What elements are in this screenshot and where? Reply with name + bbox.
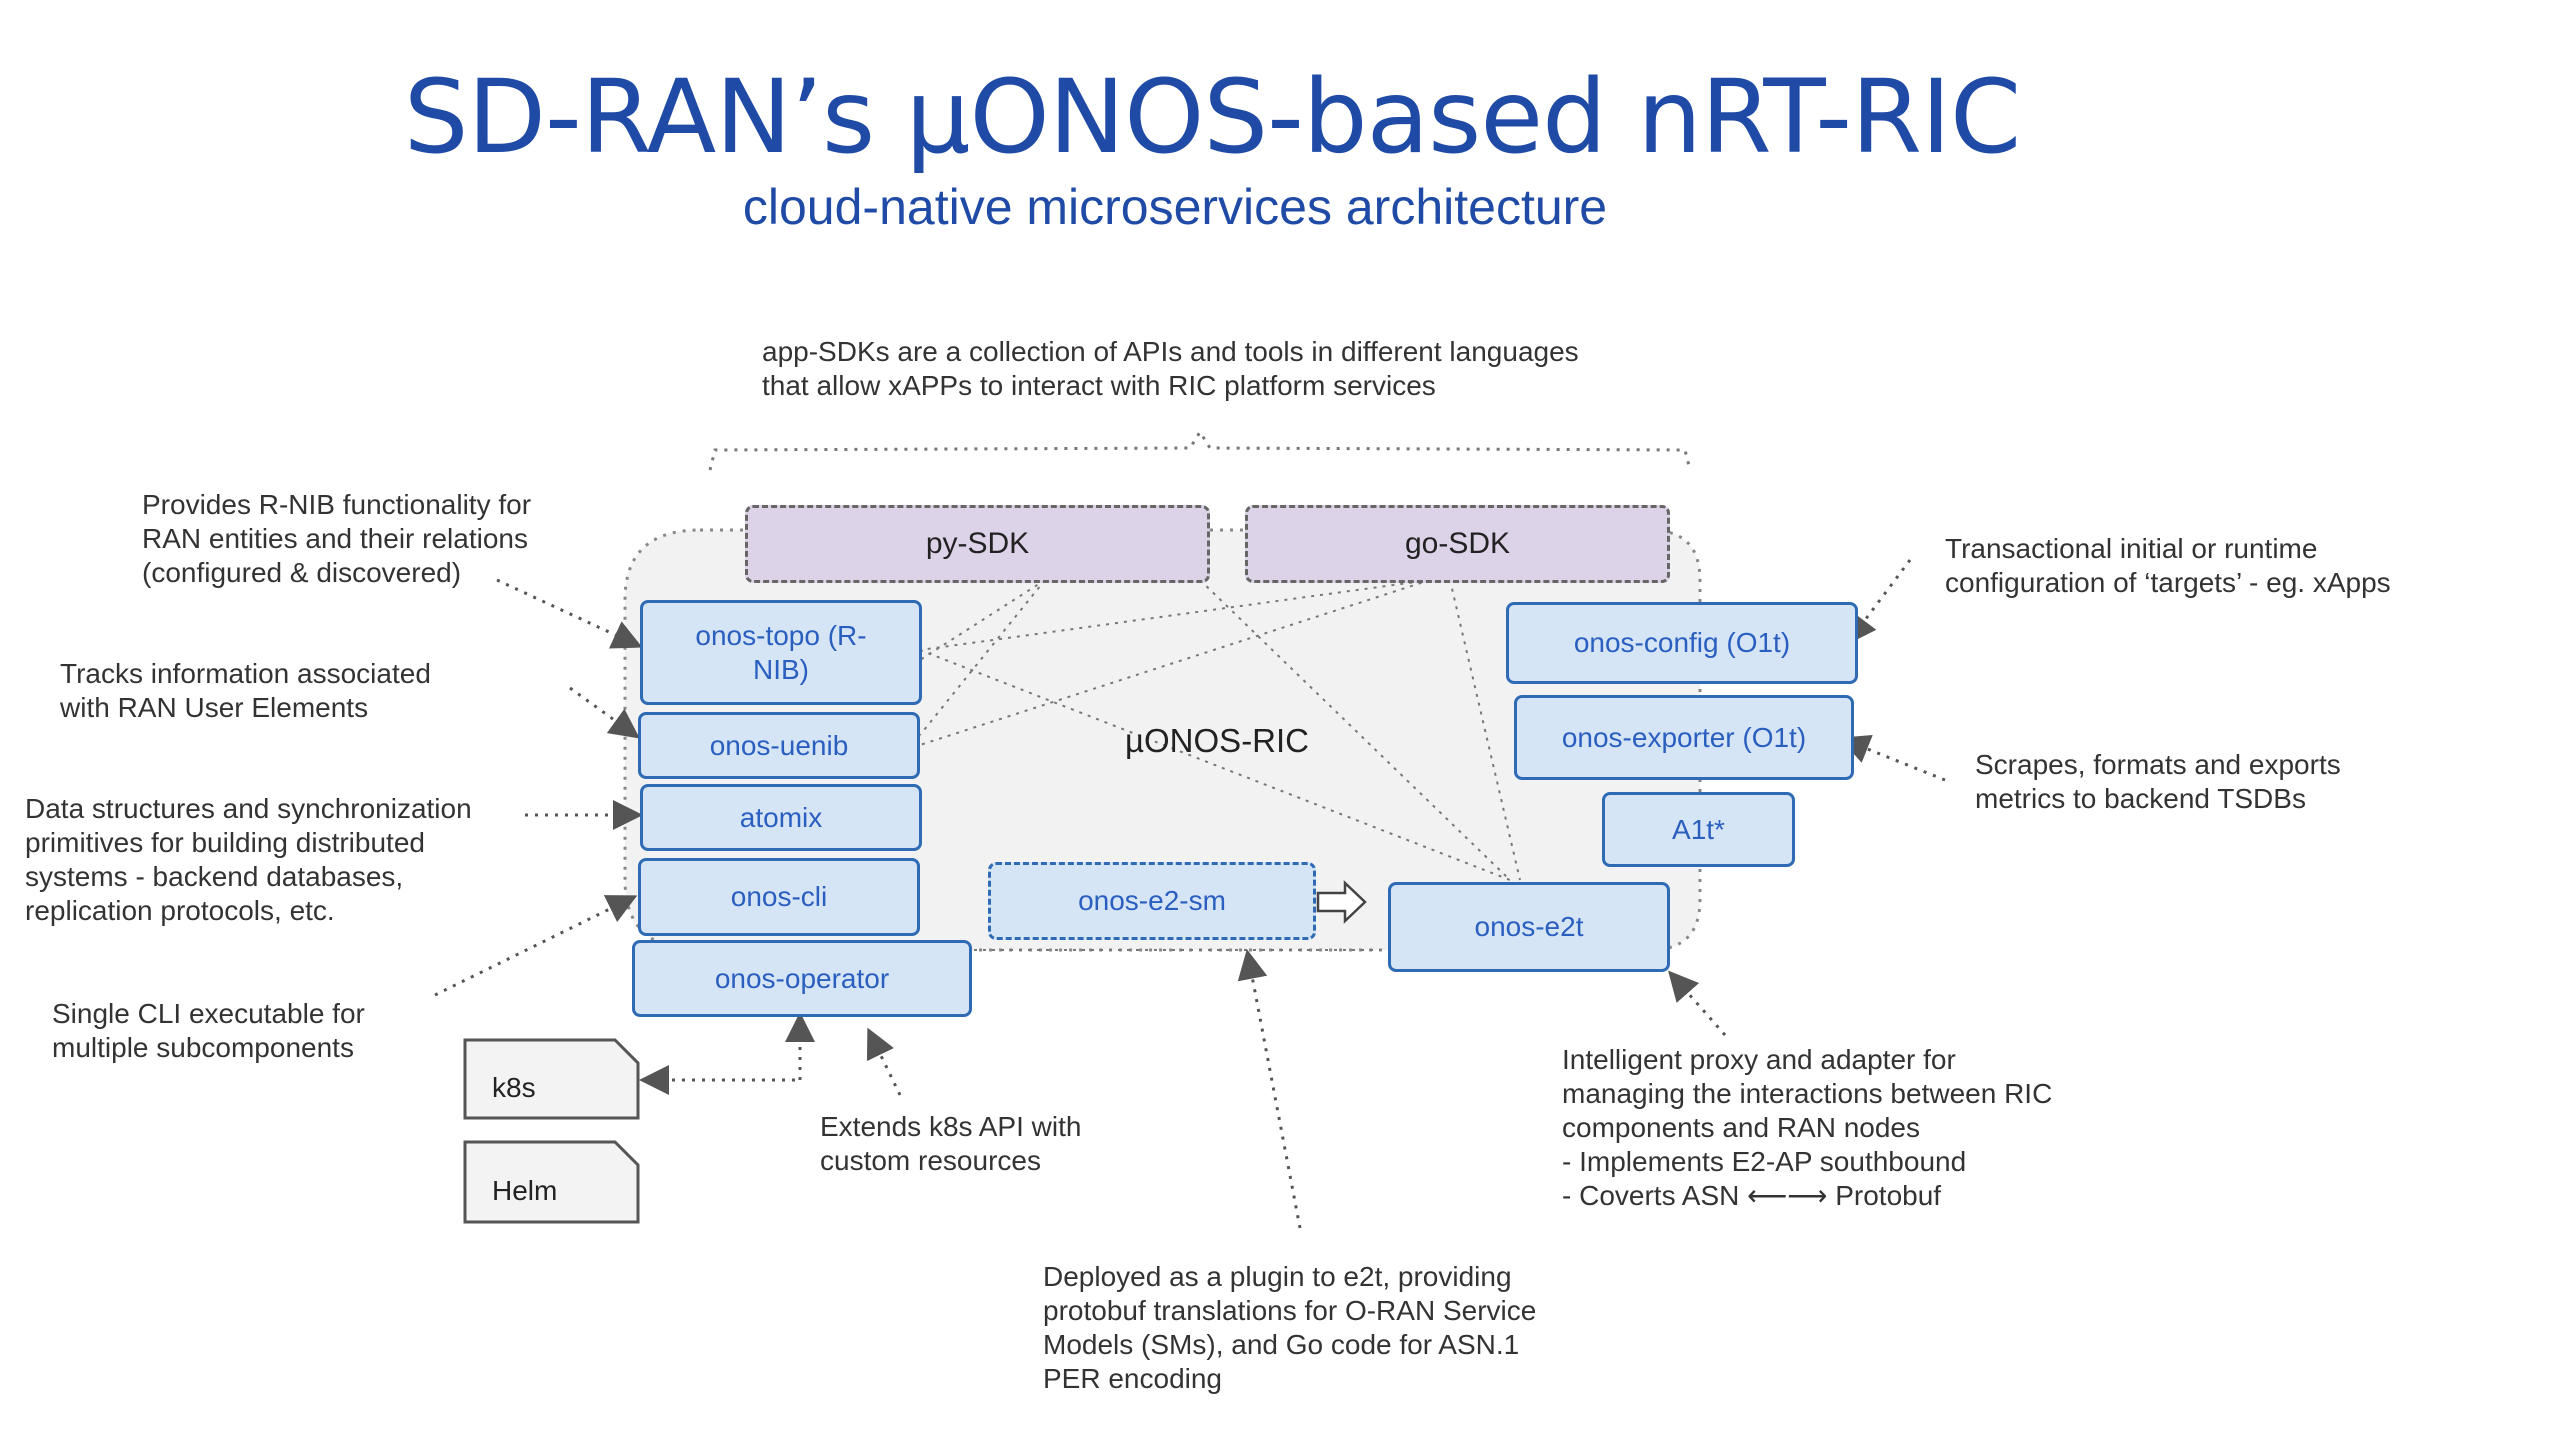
topo-note: Provides R-NIB functionality for RAN ent…: [142, 489, 532, 588]
k8s-label: k8s: [492, 1072, 536, 1103]
go-sdk-box: go-SDK: [1245, 505, 1670, 583]
onos-uenib-box: onos-uenib: [638, 712, 920, 779]
config-note: Transactional initial or runtime configu…: [1945, 533, 2391, 598]
sdk-note: app-SDKs are a collection of APIs and to…: [762, 336, 1579, 401]
page-title: SD-RAN’s µONOS-based nRT-RIC: [403, 58, 2022, 177]
onos-e2-sm-box: onos-e2-sm: [988, 862, 1316, 940]
onos-operator-box: onos-operator: [632, 940, 972, 1017]
k8s-doc-shape: [463, 1038, 640, 1120]
onos-exporter-box: onos-exporter (O1t): [1514, 695, 1854, 780]
page-subtitle: cloud-native microservices architecture: [742, 179, 1608, 235]
uenib-note: Tracks information associated with RAN U…: [60, 658, 431, 723]
a1t-box: A1t*: [1602, 792, 1795, 867]
e2sm-note: Deployed as a plugin to e2t, providing p…: [1043, 1261, 1537, 1394]
helm-doc-shape: [463, 1140, 640, 1224]
plugin-arrow: [1316, 880, 1367, 924]
onos-cli-box: onos-cli: [638, 858, 920, 936]
e2t-note: Intelligent proxy and adapter for managi…: [1562, 1044, 2053, 1211]
atomix-box: atomix: [640, 784, 922, 851]
py-sdk-box: py-SDK: [745, 505, 1210, 583]
atomix-note: Data structures and synchronization prim…: [25, 793, 472, 926]
onos-topo-box: onos-topo (R-NIB): [640, 600, 922, 705]
ric-label: µONOS-RIC: [1125, 722, 1310, 759]
exporter-note: Scrapes, formats and exports metrics to …: [1975, 749, 2341, 814]
operator-note: Extends k8s API with custom resources: [820, 1111, 1082, 1176]
helm-label: Helm: [492, 1175, 558, 1206]
cli-note: Single CLI executable for multiple subco…: [52, 998, 365, 1063]
onos-config-box: onos-config (O1t): [1506, 602, 1858, 684]
sdk-brace: [708, 429, 1692, 471]
onos-e2t-box: onos-e2t: [1388, 882, 1670, 972]
